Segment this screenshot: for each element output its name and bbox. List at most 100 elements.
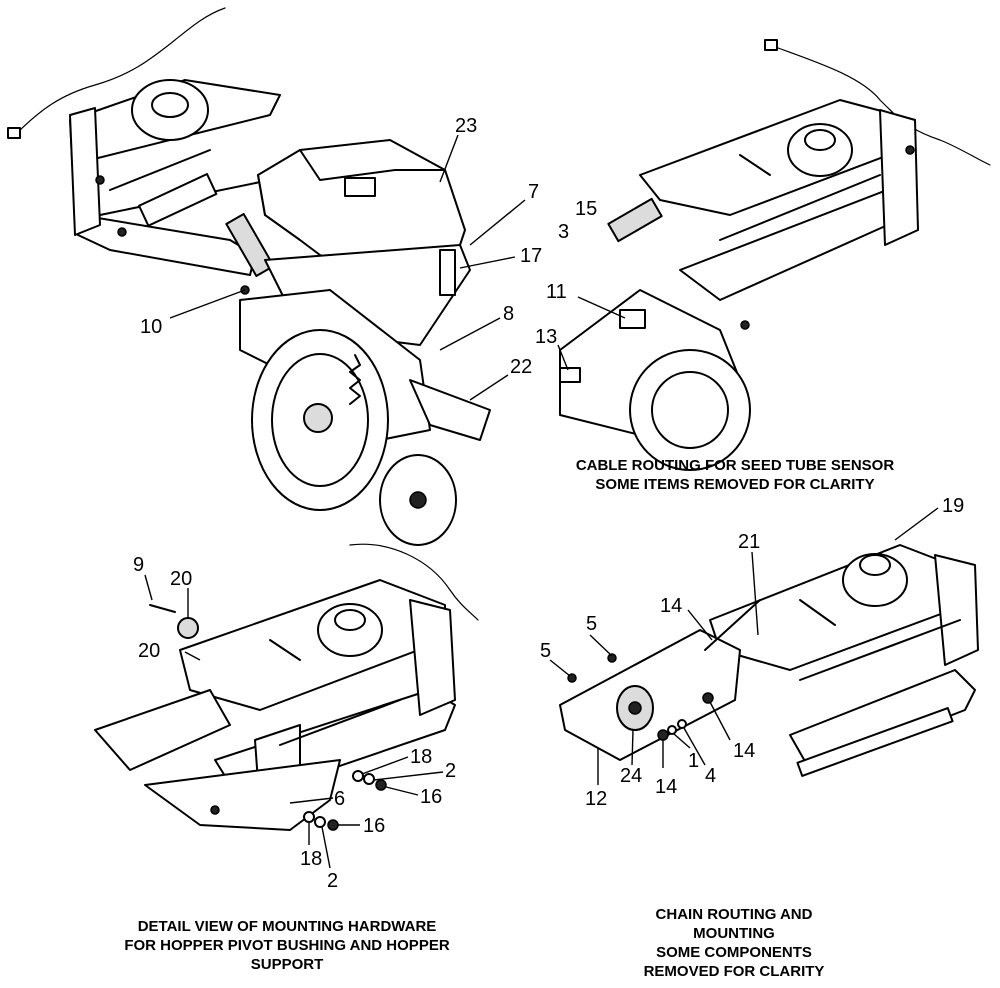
callout-22: 22 (510, 356, 532, 378)
callout-14: 14 (660, 595, 682, 617)
caption-line: REMOVED FOR CLARITY (644, 963, 825, 980)
cable-connector (764, 39, 778, 51)
callouts-main: 23 7 17 10 8 22 (140, 115, 542, 378)
callout-3: 3 (558, 221, 569, 243)
leader-7 (469, 199, 526, 246)
callout-6: 6 (334, 788, 345, 810)
frame-rail-top (179, 579, 446, 711)
bolt (95, 175, 105, 185)
leader-2a (373, 771, 444, 781)
callout-18: 18 (300, 848, 322, 870)
hopper-support-arm (94, 689, 231, 771)
gauge-wheel-hub (303, 403, 333, 433)
caption-detail-view: DETAIL VIEW OF MOUNTING HARDWARE FOR HOP… (124, 918, 449, 973)
caption-line: MOUNTING (693, 925, 775, 942)
callout-5: 5 (540, 640, 551, 662)
caption-line: SUPPORT (251, 956, 324, 973)
bolt-9 (149, 604, 176, 613)
meter-housing (131, 79, 209, 141)
callouts-cable: 15 3 11 13 (535, 198, 597, 348)
callout-9: 9 (133, 554, 144, 576)
callout-14: 14 (733, 740, 755, 762)
meter-drive (859, 554, 891, 576)
gauge-wheel-rim (651, 371, 729, 449)
frame-side-plate (409, 599, 456, 716)
bracket-17 (439, 249, 456, 296)
cross-tube (109, 149, 211, 191)
nut-14 (657, 729, 669, 741)
leader-4 (683, 727, 706, 766)
leader-1 (673, 733, 691, 749)
leader-14b (709, 701, 731, 741)
leader-16a (385, 786, 419, 796)
callout-20: 20 (138, 640, 160, 662)
callout-8: 8 (503, 303, 514, 325)
leader-23 (439, 134, 459, 183)
leader-18a (361, 756, 409, 775)
leader-2b (321, 826, 331, 869)
meter-drive (334, 609, 366, 631)
leader-24 (631, 729, 634, 766)
callout-19: 19 (942, 495, 964, 517)
main-assembly-view (7, 7, 491, 546)
meter-drive (151, 92, 189, 118)
caption-line: CHAIN ROUTING AND (656, 906, 813, 923)
callout-11: 11 (546, 281, 567, 303)
callouts-chain: 19 21 14 5 5 14 1 4 12 24 14 (540, 495, 964, 810)
lockwasher-2 (314, 816, 326, 828)
callouts-detail: 9 20 20 18 2 16 6 16 18 2 (133, 554, 456, 892)
callout-21: 21 (738, 531, 760, 553)
callout-18: 18 (410, 746, 432, 768)
strap (225, 213, 275, 277)
callout-16: 16 (420, 786, 442, 808)
lockwasher-2 (363, 773, 375, 785)
part-13 (559, 367, 581, 383)
washer-1 (667, 725, 677, 735)
callout-7: 7 (528, 181, 539, 203)
hopper-lid-edge (257, 149, 446, 216)
nut-16 (327, 819, 339, 831)
bushing-20 (177, 617, 199, 639)
leader-19 (894, 507, 939, 541)
cross-tube (799, 619, 961, 681)
leader-17 (459, 256, 516, 269)
frame-side-plate (879, 109, 919, 246)
caption-line: SOME COMPONENTS (656, 944, 812, 961)
leader-22 (469, 374, 509, 401)
leader-13 (557, 344, 569, 371)
leader-6 (289, 797, 334, 804)
washer-4 (677, 719, 687, 729)
sprocket-hub (628, 701, 642, 715)
callout-20: 20 (170, 568, 192, 590)
frame-rail-top (709, 544, 966, 671)
spring (349, 354, 361, 405)
strap (607, 197, 663, 243)
caption-line: CABLE ROUTING FOR SEED TUBE SENSOR (576, 457, 895, 474)
cross-tube (269, 639, 301, 661)
nut-16 (375, 779, 387, 791)
cross-tube (719, 174, 881, 241)
bolt (740, 320, 750, 330)
opener-frame (409, 379, 491, 441)
leader-5b (549, 659, 571, 677)
callout-13: 13 (535, 326, 557, 348)
chain-21 (704, 599, 761, 651)
callout-24: 24 (620, 765, 642, 787)
leader-8 (439, 317, 501, 351)
leader-20b (184, 651, 201, 661)
cross-tube (739, 154, 771, 176)
cable-routing-view (559, 39, 991, 471)
leader-10 (169, 289, 246, 319)
caption-cable-routing: CABLE ROUTING FOR SEED TUBE SENSOR SOME … (576, 457, 895, 493)
callout-17: 17 (520, 245, 542, 267)
caption-line: FOR HOPPER PIVOT BUSHING AND HOPPER (124, 937, 449, 954)
cross-tube (799, 599, 836, 626)
bolt (905, 145, 915, 155)
sensor-cable (14, 7, 226, 136)
bolt (117, 227, 127, 237)
gauge-wheel (629, 349, 751, 471)
nut-14 (702, 692, 714, 704)
callout-14: 14 (655, 776, 677, 798)
detail-view (94, 543, 479, 831)
